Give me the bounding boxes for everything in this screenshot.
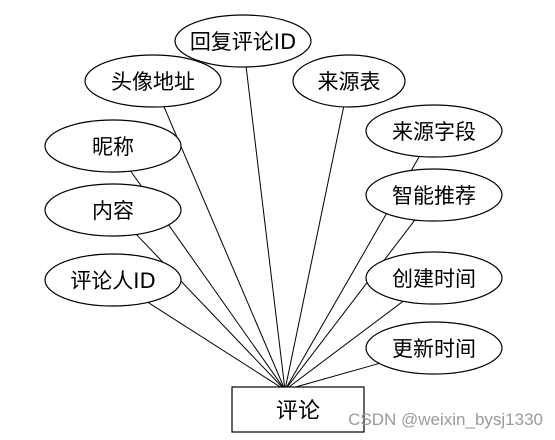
connector-line [284, 219, 416, 391]
attribute-source-table: 来源表 [292, 54, 406, 108]
attribute-label: 头像地址 [111, 70, 195, 94]
attribute-label: 回复评论ID [190, 30, 296, 54]
attribute-source-field: 来源字段 [365, 104, 503, 158]
connector-line [284, 106, 345, 391]
attribute-label: 智能推荐 [392, 184, 476, 208]
attribute-ellipse [365, 321, 503, 375]
attribute-label: 创建时间 [392, 267, 476, 291]
connector-line [163, 106, 286, 391]
attribute-ellipse [174, 14, 312, 68]
attribute-ellipse [44, 253, 182, 307]
attribute-content: 内容 [44, 183, 182, 237]
attribute-avatar-url: 头像地址 [84, 54, 222, 108]
attribute-nickname: 昵称 [44, 119, 182, 173]
csdn-watermark: CSDN @weixin_bysj1330 [348, 410, 543, 429]
attribute-label: 更新时间 [392, 337, 476, 361]
attribute-ellipse [365, 104, 503, 158]
attribute-ellipse [44, 183, 182, 237]
attribute-smart-recommend: 智能推荐 [365, 168, 503, 222]
connector-line [284, 300, 404, 391]
entity-comment: 评论 [231, 386, 365, 433]
attribute-create-time: 创建时间 [365, 251, 503, 305]
attribute-commenter-id: 评论人ID [44, 253, 182, 307]
attribute-ellipse [84, 54, 222, 108]
attribute-label: 昵称 [92, 135, 134, 159]
attribute-ellipse [44, 119, 182, 173]
connector-line [147, 301, 286, 391]
attribute-label: 来源表 [318, 70, 381, 94]
attribute-update-time: 更新时间 [365, 321, 503, 375]
attribute-reply-comment-id: 回复评论ID [174, 14, 312, 68]
entity-label: 评论 [276, 399, 320, 424]
connector-line [135, 234, 286, 391]
attribute-label: 评论人ID [70, 269, 155, 293]
attribute-ellipse [292, 54, 406, 108]
attribute-label: 来源字段 [392, 120, 476, 144]
connector-line [284, 362, 380, 391]
attribute-ellipse [365, 251, 503, 305]
connector-line [245, 66, 286, 391]
attribute-label: 内容 [92, 199, 134, 223]
entity-box [231, 386, 365, 433]
attribute-ellipse [365, 168, 503, 222]
